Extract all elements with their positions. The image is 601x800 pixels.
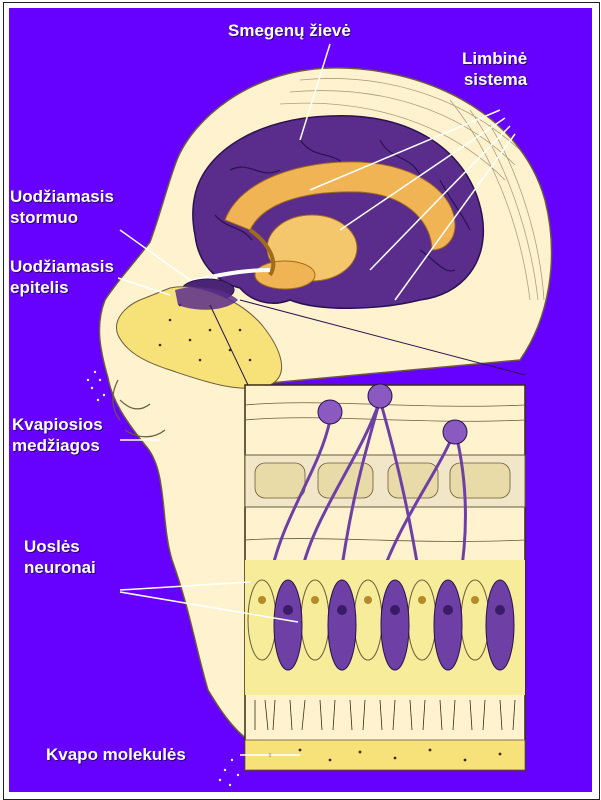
label-molecules-text: Kvapo molekulės: [46, 745, 186, 764]
label-cortex-text: Smegenų žievė: [228, 21, 351, 40]
label-epithelium-line2: epitelis: [10, 277, 114, 298]
label-cortex: Smegenų žievė: [228, 20, 351, 41]
label-neurons-line2: neuronai: [24, 557, 96, 578]
label-bulb-line1: Uodžiamasis: [10, 186, 114, 207]
label-olfactory-bulb: Uodžiamasis stormuo: [10, 186, 114, 228]
odorant-dots: [87, 371, 105, 401]
label-limbic-line1: Limbinė: [462, 48, 527, 69]
label-bulb-line2: stormuo: [10, 207, 114, 228]
label-neurons-line1: Uoslės: [24, 536, 96, 557]
label-limbic-line2: sistema: [462, 69, 527, 90]
epithelium-inset: [245, 384, 525, 770]
label-olfactory-epithelium: Uodžiamasis epitelis: [10, 256, 114, 298]
label-epithelium-line1: Uodžiamasis: [10, 256, 114, 277]
label-limbic-system: Limbinė sistema: [462, 48, 527, 90]
label-odor-molecules: Kvapo molekulės: [46, 744, 186, 765]
molecule-dots: [219, 759, 239, 786]
label-olfactory-neurons: Uoslės neuronai: [24, 536, 96, 578]
label-odorants-line2: medžiagos: [12, 435, 103, 456]
label-odorants-line1: Kvapiosios: [12, 414, 103, 435]
label-odorants: Kvapiosios medžiagos: [12, 414, 103, 456]
limbic-hippocampus: [255, 261, 315, 289]
